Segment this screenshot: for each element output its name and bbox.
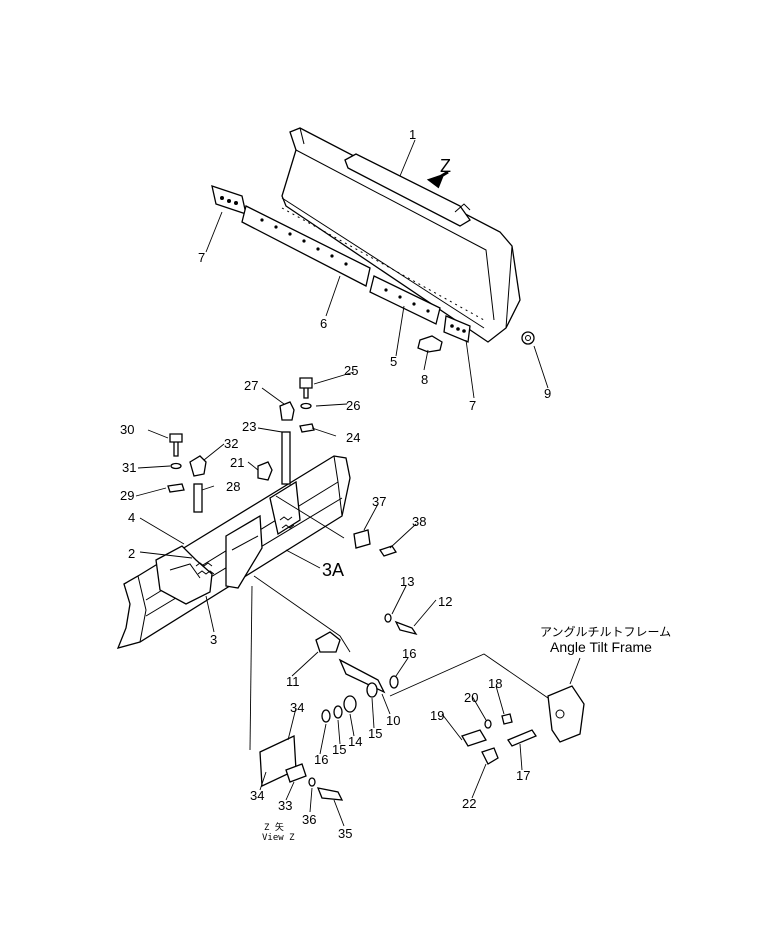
label-22: 22 xyxy=(462,796,476,811)
blade-assembly: Z xyxy=(211,127,535,353)
grease-fitting-32 xyxy=(189,455,207,477)
ring-16a xyxy=(389,675,399,689)
label-37: 37 xyxy=(372,494,386,509)
label-28: 28 xyxy=(226,479,240,494)
label-5: 5 xyxy=(390,354,397,369)
label-15b: 15 xyxy=(368,726,382,741)
grease-fitting-21 xyxy=(257,461,273,481)
frame-label-en: Angle Tilt Frame xyxy=(550,639,652,655)
washer-36 xyxy=(308,777,316,787)
pin-28 xyxy=(193,483,203,513)
view-z-arrow xyxy=(426,170,449,189)
label-13: 13 xyxy=(400,574,414,589)
bolt-25 xyxy=(299,377,313,399)
angle-tilt-frame xyxy=(547,685,585,743)
label-30: 30 xyxy=(120,422,134,437)
bracket-right xyxy=(269,480,301,536)
label-14: 14 xyxy=(348,734,362,749)
label-36: 36 xyxy=(302,812,316,827)
label-7b: 7 xyxy=(469,398,476,413)
washer-26 xyxy=(300,402,312,410)
bolt-35 xyxy=(316,787,344,801)
label-9: 9 xyxy=(544,386,551,401)
label-35: 35 xyxy=(338,826,352,841)
bolt-12 xyxy=(394,620,418,636)
label-38: 38 xyxy=(412,514,426,529)
frame-label-jp: アングルチルトフレーム xyxy=(540,625,671,639)
label-18: 18 xyxy=(488,676,502,691)
label-20: 20 xyxy=(464,690,478,705)
ring-15a xyxy=(333,705,343,719)
washer-20 xyxy=(484,719,492,729)
label-4: 4 xyxy=(128,510,135,525)
plate-18 xyxy=(501,713,513,725)
spacer-14 xyxy=(343,695,357,713)
label-10: 10 xyxy=(386,713,400,728)
bolt-30 xyxy=(169,433,183,457)
frame-assembly xyxy=(116,377,585,801)
view-note-line1: Z 矢 xyxy=(264,821,284,833)
washer-13 xyxy=(384,613,392,623)
label-8: 8 xyxy=(421,372,428,387)
label-3a: 3A xyxy=(322,560,344,580)
callout-labels: 1 7 6 5 8 7 9 25 27 26 23 24 30 32 31 21… xyxy=(120,127,671,843)
label-6: 6 xyxy=(320,316,327,331)
view-note-line2: View Z xyxy=(262,833,295,843)
pin-23 xyxy=(281,431,291,485)
shim-24 xyxy=(299,423,315,433)
label-3: 3 xyxy=(210,632,217,647)
bolt-19 xyxy=(461,729,487,747)
pin-10 xyxy=(338,658,386,694)
label-33: 33 xyxy=(278,798,292,813)
label-7a: 7 xyxy=(198,250,205,265)
label-16b: 16 xyxy=(314,752,328,767)
label-11: 11 xyxy=(286,674,300,689)
label-21: 21 xyxy=(230,455,244,470)
label-2: 2 xyxy=(128,546,135,561)
plate-37 xyxy=(353,529,371,549)
grease-fitting-22 xyxy=(481,747,499,765)
grease-fitting-27 xyxy=(279,401,295,421)
label-15a: 15 xyxy=(332,742,346,757)
shim-29 xyxy=(167,483,185,493)
ring-16b xyxy=(321,709,331,723)
label-12: 12 xyxy=(438,594,452,609)
cutting-edge-left xyxy=(241,205,371,287)
label-17: 17 xyxy=(516,768,530,783)
bolt-8 xyxy=(417,335,443,353)
label-25: 25 xyxy=(344,363,358,378)
bolt-38 xyxy=(378,545,398,557)
view-marker-z: Z xyxy=(440,156,451,176)
label-34a: 34 xyxy=(290,700,304,715)
boss-11 xyxy=(315,631,341,653)
cutting-edge-right xyxy=(369,275,441,325)
blade xyxy=(281,127,521,343)
label-24: 24 xyxy=(346,430,360,445)
label-1: 1 xyxy=(409,127,416,142)
label-26: 26 xyxy=(346,398,360,413)
label-34b: 34 xyxy=(250,788,264,803)
label-31: 31 xyxy=(122,460,136,475)
label-23: 23 xyxy=(242,419,256,434)
label-19: 19 xyxy=(430,708,444,723)
label-29: 29 xyxy=(120,488,134,503)
label-16a: 16 xyxy=(402,646,416,661)
label-27: 27 xyxy=(244,378,258,393)
washer-31 xyxy=(170,462,182,470)
clip-33 xyxy=(285,763,307,783)
bracket-left xyxy=(155,545,213,605)
nut-9 xyxy=(521,331,535,345)
ring-15b xyxy=(366,682,378,698)
bracket-center xyxy=(225,514,263,589)
pin-17 xyxy=(507,729,537,747)
label-32: 32 xyxy=(224,436,238,451)
